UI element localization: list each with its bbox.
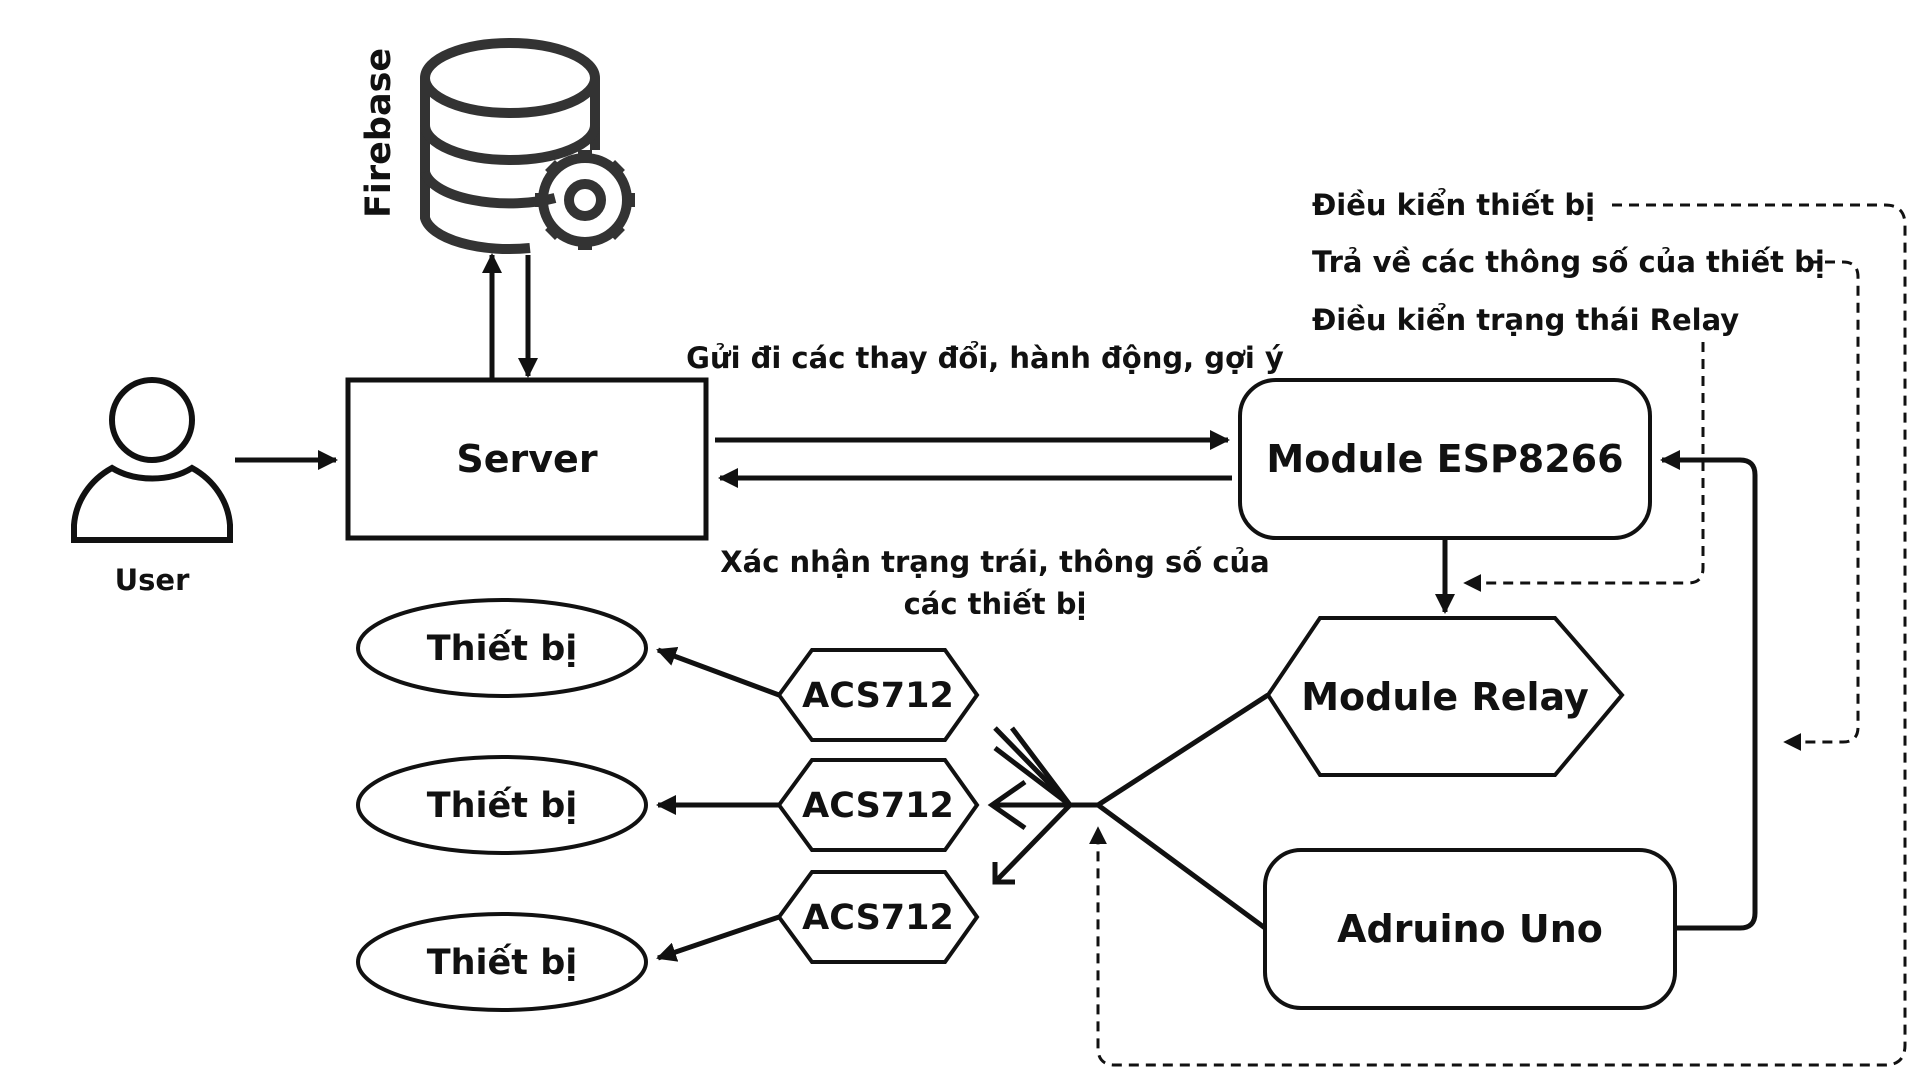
device-node-1 bbox=[356, 598, 648, 698]
sensor-label-1: ACS712 bbox=[802, 676, 954, 716]
control-relay-dashed-path bbox=[1463, 342, 1705, 592]
sensor-node-2 bbox=[776, 758, 980, 852]
device-node-3 bbox=[356, 912, 648, 1012]
control-relay-label: Điều kiển trạng thái Relay bbox=[1312, 303, 1739, 337]
device-label-1: Thiết bị bbox=[427, 629, 578, 669]
sensor-label-2: ACS712 bbox=[802, 786, 954, 826]
esp-to-server-label-line1: Xác nhận trạng trái, thông số của bbox=[720, 545, 1269, 579]
hub-arrowhead-down bbox=[992, 862, 1015, 885]
firebase-label: Firebase bbox=[359, 48, 399, 218]
esp-to-server-label-line2: các thiết bị bbox=[904, 587, 1087, 621]
relay-node bbox=[1265, 616, 1625, 777]
hub-arrowhead-mid bbox=[987, 779, 1027, 831]
return-params-dashed-path bbox=[1783, 260, 1860, 751]
server-label: Server bbox=[456, 437, 597, 481]
relay-to-hub-line bbox=[1096, 692, 1270, 808]
control-device-dashed-path bbox=[1089, 203, 1907, 1067]
sensor-label-3: ACS712 bbox=[802, 898, 954, 938]
hub-branch-up bbox=[993, 726, 1072, 807]
device-node-2 bbox=[356, 755, 648, 855]
sensor-node-3 bbox=[776, 870, 980, 964]
solid-connectors bbox=[235, 253, 1758, 962]
device-label-2: Thiết bị bbox=[427, 786, 578, 826]
arduino-to-esp-arrow bbox=[1660, 450, 1758, 931]
sensor1-to-device1-arrow bbox=[656, 646, 780, 698]
hub-branch-down bbox=[993, 803, 1072, 884]
arduino-node bbox=[1263, 848, 1677, 1010]
sensor3-to-device3-arrow bbox=[656, 914, 780, 962]
arduino-to-hub-line bbox=[1096, 802, 1267, 931]
server-to-esp-label: Gửi đi các thay đổi, hành động, gợi ý bbox=[686, 341, 1284, 375]
user-label: User bbox=[115, 563, 190, 597]
server-node bbox=[345, 377, 709, 541]
user-icon bbox=[71, 377, 233, 543]
arduino-label: Adruino Uno bbox=[1337, 907, 1603, 951]
esp8266-node bbox=[1238, 378, 1652, 540]
relay-label: Module Relay bbox=[1301, 675, 1589, 719]
dashed-connectors bbox=[1089, 203, 1907, 1067]
esp8266-label: Module ESP8266 bbox=[1266, 437, 1623, 481]
control-device-label: Điều kiển thiết bị bbox=[1312, 188, 1595, 222]
database-gear-icon bbox=[420, 38, 635, 255]
device-label-3: Thiết bị bbox=[427, 943, 578, 983]
sensor-node-1 bbox=[776, 648, 980, 742]
return-params-label: Trả về các thông số của thiết bị bbox=[1312, 245, 1825, 279]
